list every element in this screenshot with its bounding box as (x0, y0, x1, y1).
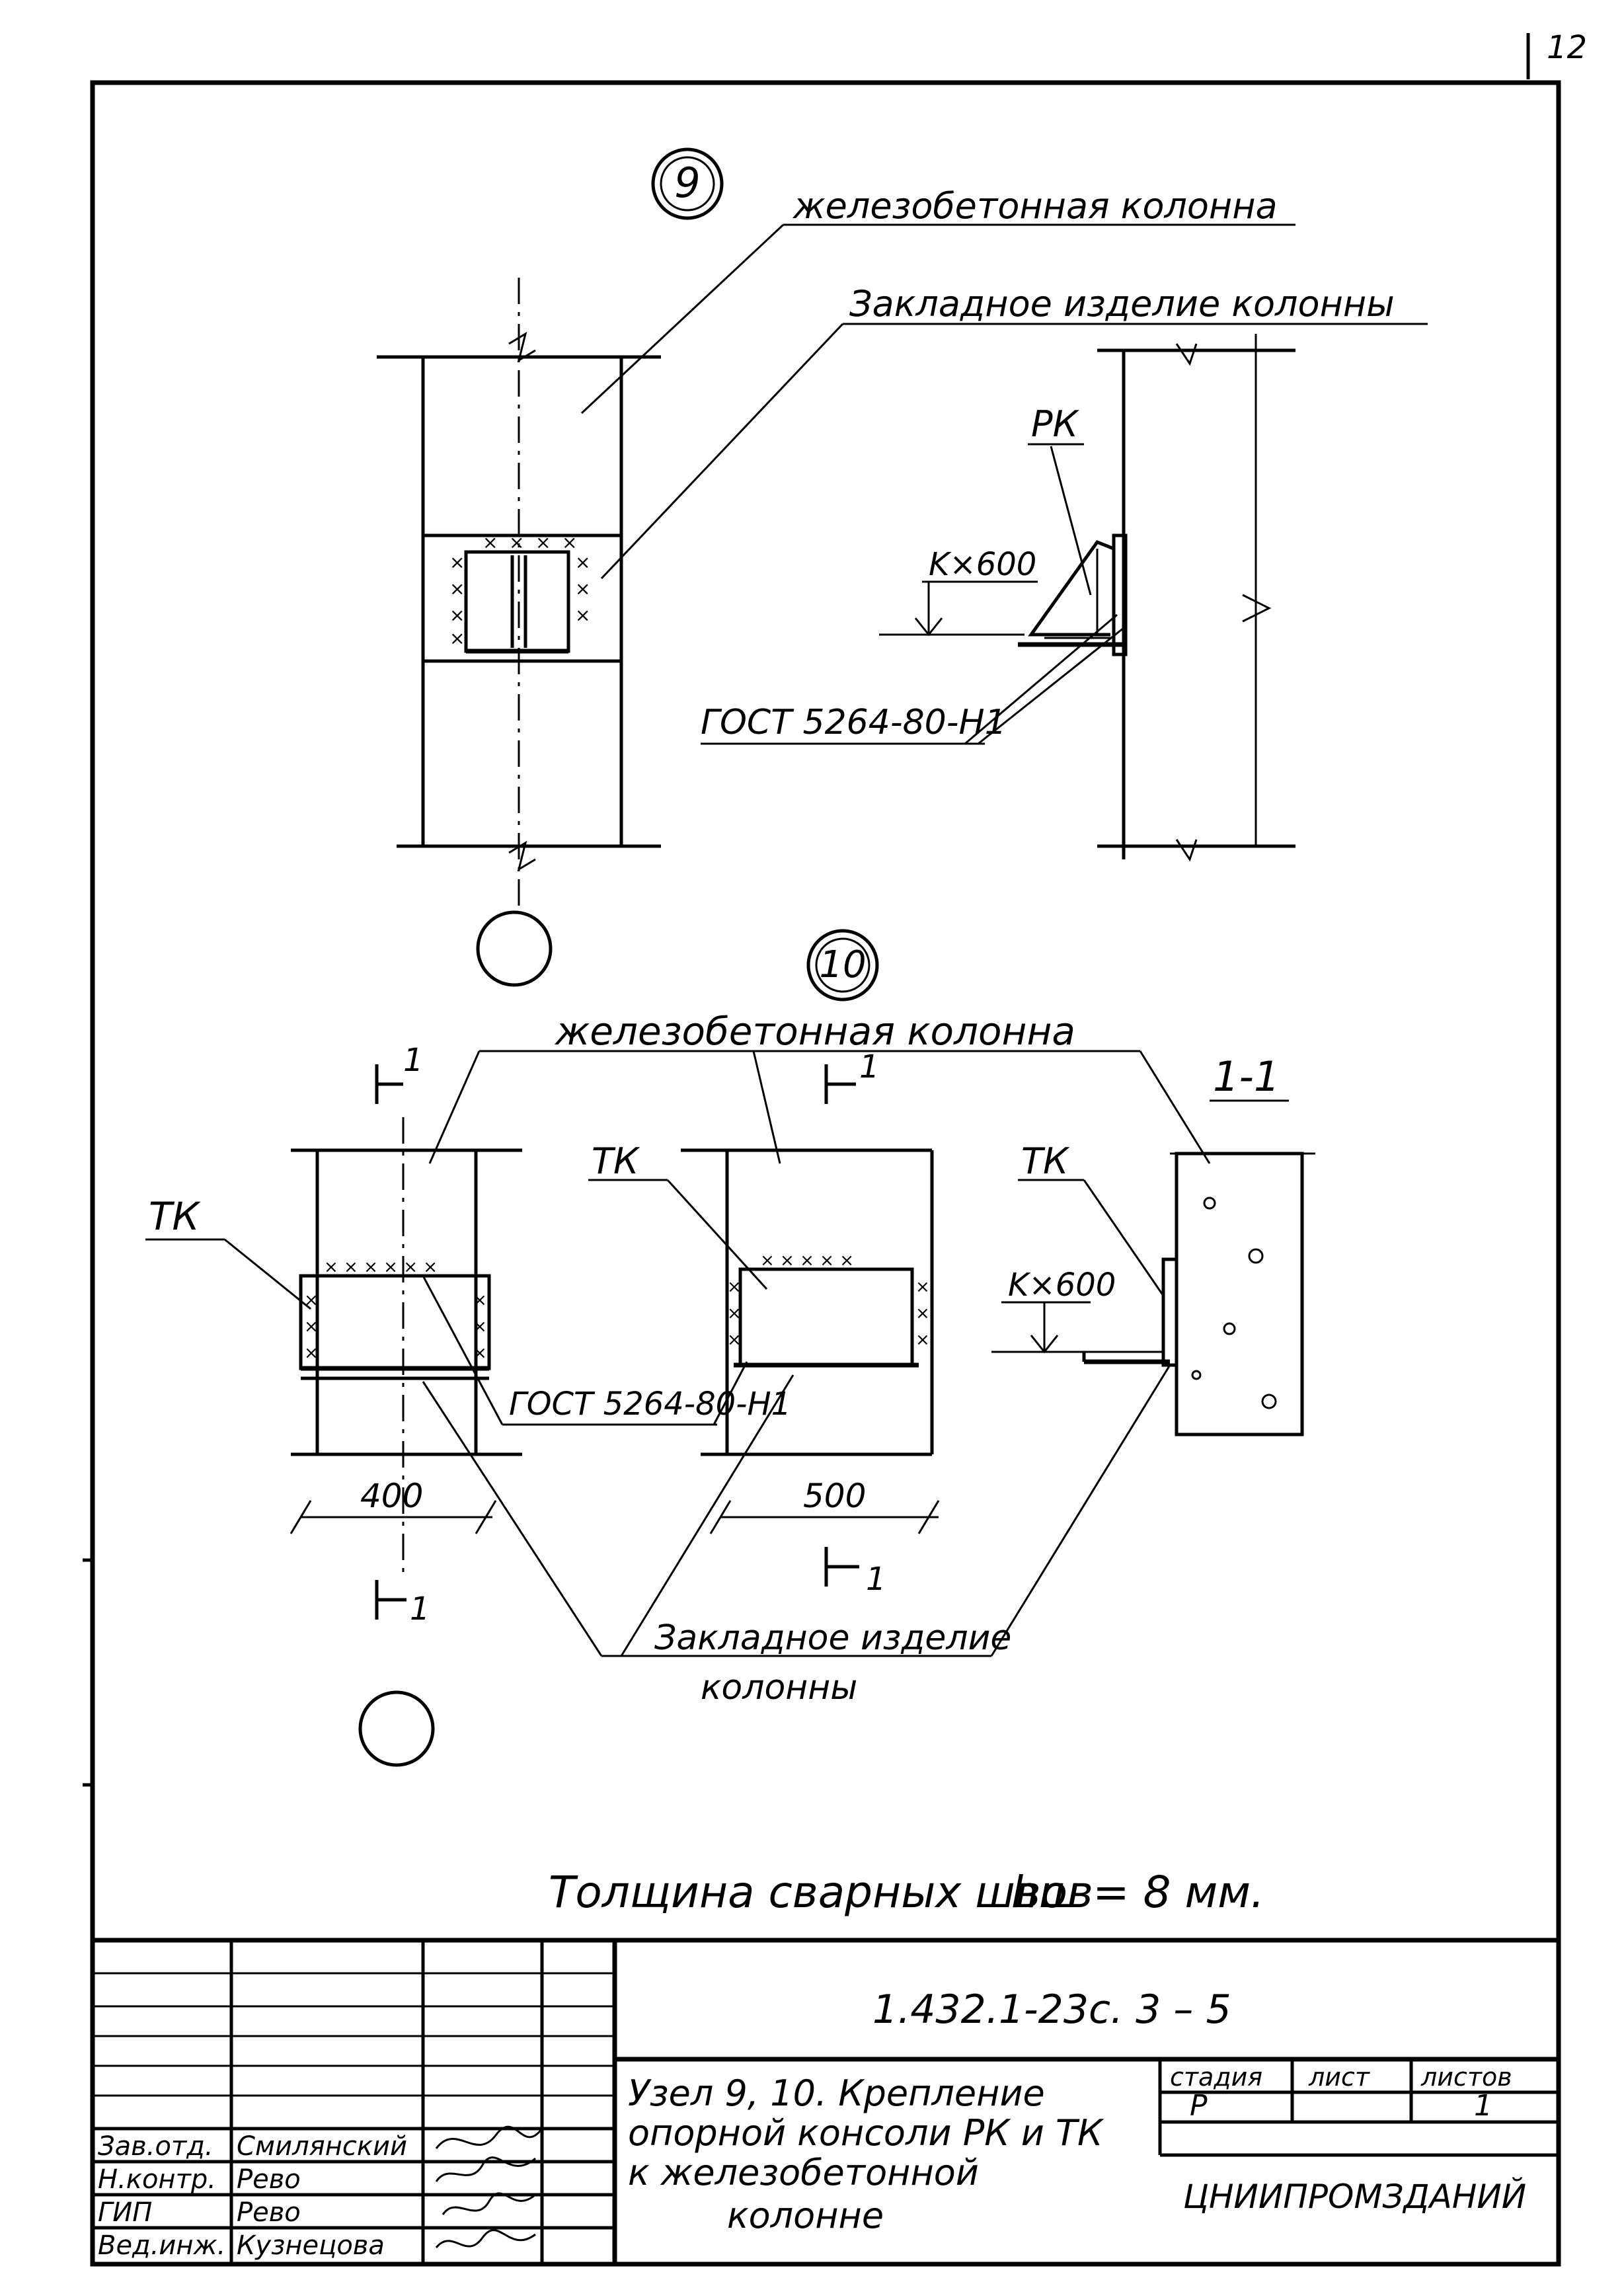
section-mark-top-2: 1 (859, 1048, 880, 1085)
node-9-dim-k: K×600 (929, 546, 1036, 583)
svg-text:× × × × ×: × × × × × (760, 1251, 854, 1271)
signature-2 (435, 2156, 536, 2182)
organization: ЦНИИПРОМЗДАНИЙ (1183, 2177, 1526, 2216)
node-9-rk-label: РК (1031, 403, 1080, 445)
svg-text:×: × (575, 578, 590, 600)
title-line-4: колонне (727, 2195, 884, 2236)
signature-1 (435, 2125, 543, 2149)
svg-text:×: × (449, 604, 465, 626)
svg-text:×: × (727, 1330, 742, 1350)
embedded-plate-10b (738, 1267, 914, 1367)
sig-role-4: Вед.инж. (98, 2230, 225, 2261)
console-rk (1028, 539, 1114, 637)
sig-name-3: Рево (237, 2197, 301, 2228)
svg-text:×: × (727, 1304, 742, 1323)
node-9: 9 ×× ×× ×× × ×× ×× железобетонная колонн… (377, 147, 1428, 987)
tk-label-1: ТК (149, 1194, 201, 1239)
sig-name-4: Кузнецова (237, 2230, 385, 2261)
svg-text:×: × (473, 1343, 487, 1363)
svg-text:×: × (483, 531, 498, 553)
sheet-number: 12 (1547, 29, 1587, 66)
node-9-column-label: железобетонная колонна (792, 185, 1278, 227)
axis-bubble-10 (358, 1690, 435, 1767)
title-block: 1.432.1-23с. 3 – 5 Узел 9, 10. Крепление… (93, 1938, 1559, 2264)
node-9-marker: 9 (674, 159, 700, 207)
svg-text:×: × (449, 578, 465, 600)
dim-400: 400 (360, 1477, 423, 1515)
node-9-embedded-label: Закладное изделие колонны (849, 283, 1395, 325)
svg-text:×: × (727, 1277, 742, 1297)
section-1-1-label: 1-1 (1213, 1052, 1280, 1101)
svg-text:×: × (915, 1330, 930, 1350)
title-line-1: Узел 9, 10. Крепление (628, 2072, 1045, 2114)
sheets-value: 1 (1474, 2089, 1492, 2123)
svg-text:×: × (915, 1277, 930, 1297)
svg-text:×: × (915, 1304, 930, 1323)
weld-marks-9: ×× ×× ×× × ×× ×× (449, 531, 590, 649)
sig-role-1: Зав.отд. (98, 2131, 213, 2162)
doc-code: 1.432.1-23с. 3 – 5 (872, 1986, 1231, 2033)
node-10-gost: ГОСТ 5264-80-Н1 (509, 1386, 791, 1423)
svg-text:×: × (473, 1317, 487, 1337)
svg-text:×: × (535, 531, 551, 553)
stage-header: стадия (1170, 2063, 1262, 2092)
sheets-header: листов (1420, 2063, 1512, 2092)
svg-text:×: × (562, 531, 577, 553)
weld-note-formula: hш = 8 мм. (1011, 1867, 1264, 1918)
embedded-plate-9 (464, 550, 570, 653)
svg-text:×: × (473, 1290, 487, 1310)
svg-text:×: × (449, 551, 465, 573)
stage-value: Р (1190, 2089, 1208, 2123)
node-10-marker: 10 (819, 943, 866, 986)
node-10: 10 железобетонная колонна 1-1 1 1 1 1 × … (145, 929, 1315, 1767)
svg-text:×: × (575, 604, 590, 626)
svg-text:×: × (575, 551, 590, 573)
embedded-plate-10a (299, 1274, 491, 1370)
svg-text:×: × (304, 1343, 319, 1363)
node-10-embedded-label-1: Закладное изделие (654, 1618, 1011, 1658)
section-mark-bottom-2: 1 (866, 1561, 886, 1598)
sig-name-1: Смилянский (237, 2131, 407, 2162)
tk-label-3: ТК (1021, 1140, 1070, 1182)
node-10-dim-k: K×600 (1008, 1267, 1116, 1304)
title-line-2: опорной консоли РК и ТК (628, 2112, 1104, 2154)
section-mark-top-1: 1 (403, 1042, 424, 1079)
svg-text:×: × (304, 1317, 319, 1337)
signature-3 (442, 2192, 536, 2215)
svg-text:× × × × × ×: × × × × × × (324, 1257, 438, 1277)
svg-text:×: × (509, 531, 524, 553)
sheet-header: лист (1308, 2063, 1371, 2092)
svg-text:×: × (304, 1290, 319, 1310)
sig-role-3: ГИП (98, 2197, 152, 2228)
dim-500: 500 (803, 1477, 866, 1515)
axis-bubble-9 (476, 910, 553, 987)
signature-4 (435, 2229, 536, 2248)
node-10-embedded-label-2: колонны (701, 1668, 857, 1708)
node-9-gost: ГОСТ 5264-80-Н1 (701, 703, 1007, 742)
section-1-1-hatch (1175, 1152, 1304, 1436)
weld-note: Толщина сварных швов (549, 1867, 1093, 1918)
node-10-column-label: железобетонная колонна (554, 1009, 1075, 1054)
svg-text:×: × (449, 627, 465, 649)
sig-name-2: Рево (237, 2164, 301, 2195)
tk-label-2: ТК (592, 1140, 640, 1182)
sheet-frame (90, 80, 1561, 2267)
section-mark-bottom-1: 1 (410, 1591, 430, 1628)
title-line-3: к железобетонной (628, 2152, 979, 2193)
sig-role-2: Н.контр. (98, 2164, 216, 2195)
